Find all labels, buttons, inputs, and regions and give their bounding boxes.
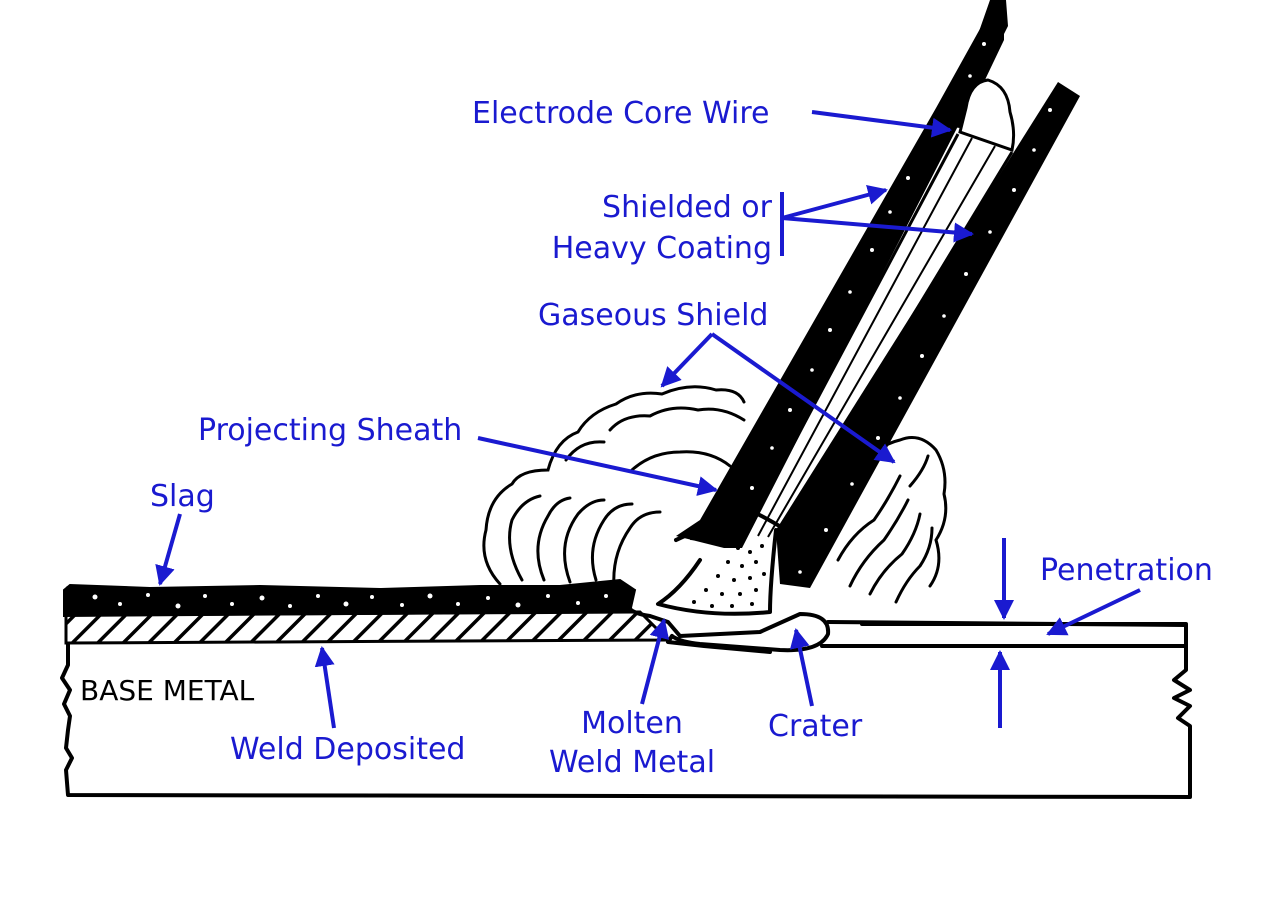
arc-spray xyxy=(656,528,778,616)
label-slag: Slag xyxy=(150,479,215,514)
label-crater: Crater xyxy=(768,709,863,744)
arrow-weld-deposited xyxy=(314,646,336,729)
arrow-molten xyxy=(640,618,670,705)
arrow-gaseous-2 xyxy=(710,332,896,464)
molten-weld-pool xyxy=(625,596,831,654)
label-projecting-sheath: Projecting Sheath xyxy=(198,413,462,448)
labels: Electrode Core Wire Shielded or Heavy Co… xyxy=(80,96,1213,780)
label-shielded-line2: Heavy Coating xyxy=(552,231,772,266)
coating-right xyxy=(776,82,1080,588)
slag-layer xyxy=(63,578,637,618)
arrow-shielded-2 xyxy=(781,216,974,243)
slag-speckles xyxy=(92,593,608,609)
label-gaseous-shield: Gaseous Shield xyxy=(538,298,768,333)
electrode xyxy=(674,0,1080,588)
label-electrode-core-wire: Electrode Core Wire xyxy=(472,96,770,131)
arc-dots xyxy=(692,544,766,608)
arrow-slag xyxy=(155,513,182,586)
arrow-core-wire xyxy=(811,110,952,138)
label-weld-deposited: Weld Deposited xyxy=(230,732,465,767)
weld-deposited-layer xyxy=(64,610,672,645)
arrow-shielded-1 xyxy=(781,185,888,220)
label-penetration: Penetration xyxy=(1040,553,1213,588)
arrow-crater xyxy=(789,628,814,707)
penetration-marker xyxy=(990,538,1141,728)
label-shielded-line1: Shielded or xyxy=(602,190,773,225)
label-molten-line2: Weld Metal xyxy=(549,745,715,780)
label-arrows xyxy=(155,110,974,729)
label-molten-line1: Molten xyxy=(581,706,683,741)
label-base-metal: BASE METAL xyxy=(80,674,255,707)
arrow-sheath xyxy=(477,436,718,496)
gaseous-shield-smoke xyxy=(482,385,948,604)
base-metal-plate xyxy=(60,586,1192,799)
arrow-gaseous-1 xyxy=(660,332,714,388)
